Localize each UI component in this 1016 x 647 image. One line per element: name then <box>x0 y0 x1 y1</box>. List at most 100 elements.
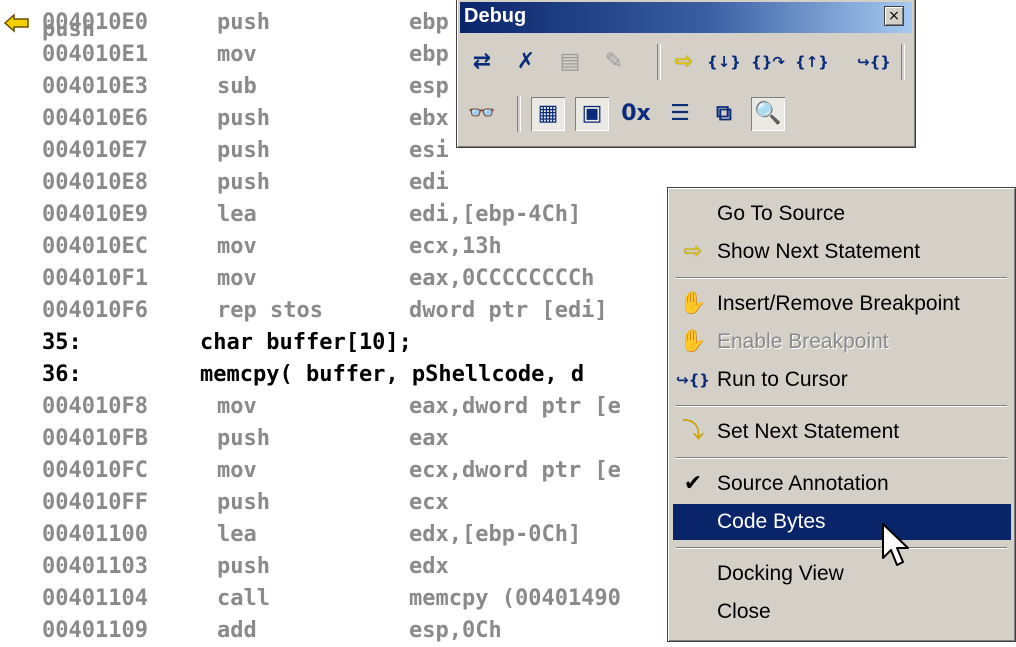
disassembly-window-button[interactable]: 🔍 <box>751 97 785 131</box>
menu-item-label: Enable Breakpoint <box>717 330 889 353</box>
menu-item-code-bytes[interactable]: Code Bytes <box>673 504 1011 540</box>
run-to-cursor-button[interactable]: ↪{} <box>857 45 891 79</box>
menu-item-show-next-statement[interactable]: ⇨Show Next Statement <box>673 234 1011 270</box>
instruction-mnemonic: sub <box>217 74 257 99</box>
instruction-address: 004010E1 <box>42 42 148 67</box>
context-menu[interactable]: Go To Source ⇨Show Next Statement ✋Insert/… <box>667 187 1016 642</box>
menu-separator <box>676 405 1007 407</box>
menu-separator <box>676 547 1007 549</box>
step-out-button[interactable]: {↑} <box>795 45 829 79</box>
instruction-mnemonic: mov <box>217 458 257 483</box>
instruction-operands: esp,0Ch <box>409 618 502 643</box>
break-execution-button[interactable]: ▤ <box>553 45 587 79</box>
step-over-button[interactable]: {}↷ <box>751 45 785 79</box>
instruction-operands: esp <box>409 74 449 99</box>
instruction-operands: ecx <box>409 490 449 515</box>
menu-item-label: Go To Source <box>717 202 846 225</box>
instruction-operands: ecx,dword ptr [e <box>409 458 621 483</box>
menu-item-label: Docking View <box>717 562 844 585</box>
step-into-icon: {↓} <box>707 52 741 71</box>
menu-item-go-to-source[interactable]: Go To Source <box>673 196 1011 232</box>
stop-debugging-button[interactable]: ✗ <box>509 45 543 79</box>
next-statement-arrow-icon: ⇨ <box>683 239 703 264</box>
instruction-mnemonic: mov <box>217 394 257 419</box>
registers-window-button[interactable]: 0x <box>619 97 653 131</box>
menu-item-label: Code Bytes <box>717 510 826 533</box>
set-next-statement-icon: ⤵ <box>681 419 704 444</box>
toolbar-close-button[interactable]: × <box>884 6 904 26</box>
step-into-button[interactable]: {↓} <box>707 45 741 79</box>
menu-item-close[interactable]: Close <box>673 594 1011 630</box>
instruction-operands: eax <box>409 426 449 451</box>
menu-item-insert-remove-breakpoint[interactable]: ✋Insert/Remove Breakpoint <box>673 286 1011 322</box>
instruction-operands: ecx,13h <box>409 234 502 259</box>
call-stack-window-button[interactable]: ⧉ <box>707 97 741 131</box>
show-next-statement-button[interactable]: ⇨ <box>667 45 701 79</box>
menu-item-docking-view[interactable]: Docking View <box>673 556 1011 592</box>
instruction-mnemonic: call <box>217 586 270 611</box>
restart-icon: ⇄ <box>472 49 492 74</box>
apply-code-changes-button[interactable]: ✎ <box>597 45 631 79</box>
toolbar-title-bar[interactable]: Debug × <box>460 2 912 33</box>
source-line[interactable]: 35:char buffer[10]; <box>0 327 1016 359</box>
source-line-number: 36: <box>42 362 82 387</box>
variables-window-icon: ▣ <box>581 101 603 126</box>
watch-window-button[interactable]: ▦ <box>531 97 565 131</box>
instruction-operands: edx <box>409 554 449 579</box>
disasm-line[interactable]: 004010E3 sub esp <box>0 71 1016 103</box>
menu-separator <box>676 277 1007 279</box>
debug-toolbar[interactable]: Debug × ⇄ ✗ ▤ ✎ ⇨ {↓} {}↷ {↑} ↪{} 👓 ▦ ▣ 0x ☰ ⧉ 🔍 <box>456 0 916 148</box>
instruction-address: 004010E8 <box>42 170 148 195</box>
menu-item-enable-breakpoint: ✋Enable Breakpoint <box>673 324 1011 360</box>
restart-button[interactable]: ⇄ <box>465 45 499 79</box>
quickwatch-icon: 👓 <box>468 101 496 126</box>
mouse-pointer-icon <box>882 523 909 566</box>
instruction-address: 00401103 <box>42 554 148 579</box>
menu-item-run-to-cursor[interactable]: ↪{} Run to Cursor <box>673 362 1011 398</box>
instruction-mnemonic: rep stos <box>217 298 323 323</box>
instruction-operands: ebp <box>409 42 449 67</box>
instruction-address: 004010E3 <box>42 74 148 99</box>
partial-top-text: push <box>42 17 95 42</box>
menu-item-set-next-statement[interactable]: ⤵Set Next Statement <box>673 414 1011 450</box>
disasm-line[interactable]: 004010FC mov ecx,dword ptr [e <box>0 455 1016 487</box>
instruction-address: 004010E9 <box>42 202 148 227</box>
menu-item-source-annotation[interactable]: ✔ Source Annotation <box>673 466 1011 502</box>
disasm-line-partial: push <box>0 0 95 42</box>
quickwatch-button[interactable]: 👓 <box>465 97 499 131</box>
disasm-line[interactable]: 004010FB push eax <box>0 423 1016 455</box>
call-stack-window-icon: ⧉ <box>716 101 732 126</box>
variables-window-button[interactable]: ▣ <box>575 97 609 131</box>
checkmark-icon: ✔ <box>683 471 703 496</box>
instruction-address: 00401100 <box>42 522 148 547</box>
instruction-address: 004010EC <box>42 234 148 259</box>
instruction-address: 004010F8 <box>42 394 148 419</box>
source-line[interactable]: 36:memcpy( buffer, pShellcode, d <box>0 359 1016 391</box>
instruction-operands: ebx <box>409 106 449 131</box>
menu-item-label: Run to Cursor <box>717 368 848 391</box>
instruction-address: 004010FB <box>42 426 148 451</box>
menu-separator <box>676 457 1007 459</box>
instruction-address: 004010FC <box>42 458 148 483</box>
memory-window-button[interactable]: ☰ <box>663 97 697 131</box>
run-to-cursor-icon: ↪{} <box>676 371 710 389</box>
show-next-statement-icon: ⇨ <box>674 49 694 74</box>
instruction-mnemonic: push <box>217 426 270 451</box>
menu-item-label: Source Annotation <box>717 472 889 495</box>
